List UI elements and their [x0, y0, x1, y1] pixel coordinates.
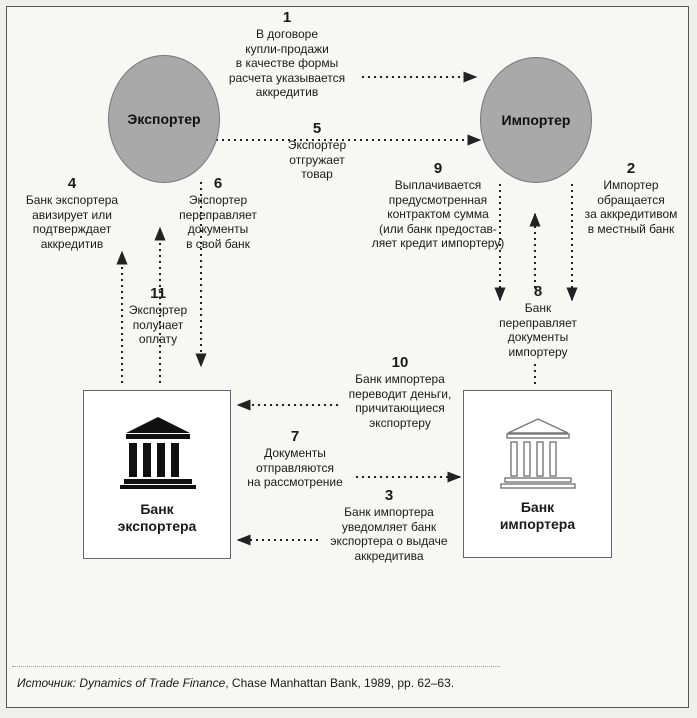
bank-building-icon	[500, 418, 576, 489]
importer-bank-label: Банк импортера	[499, 499, 576, 532]
importer-node: Импортер	[480, 57, 592, 183]
exporter-node: Экспортер	[108, 55, 220, 183]
bank-building-icon	[120, 417, 196, 489]
exporter-bank-label: Банк экспортера	[117, 501, 197, 534]
exporter-label: Экспортер	[127, 111, 201, 127]
importer-bank-node: Банк импортера	[463, 390, 612, 558]
source-divider	[12, 666, 500, 667]
source-citation: Источник: Dynamics of Trade Finance, Cha…	[17, 676, 455, 690]
importer-label: Импортер	[501, 112, 571, 128]
exporter-bank-node: Банк экспортера	[83, 390, 231, 559]
